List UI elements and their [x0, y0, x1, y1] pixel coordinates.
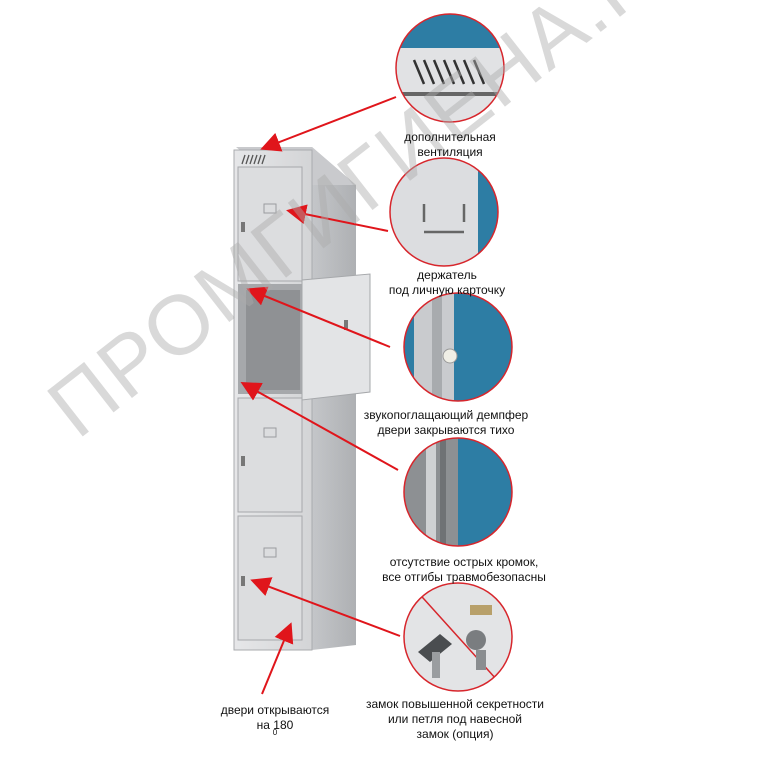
- callout-card-holder: [390, 158, 498, 266]
- caption-safe-edges: отсутствие острых кромок,все отгибы трав…: [382, 555, 546, 584]
- callout-lock: [404, 583, 512, 691]
- locker-cabinet: [233, 147, 371, 651]
- callout-ventilation: [396, 14, 504, 122]
- callout-arrows: [240, 96, 401, 695]
- callout-damper: [404, 293, 512, 401]
